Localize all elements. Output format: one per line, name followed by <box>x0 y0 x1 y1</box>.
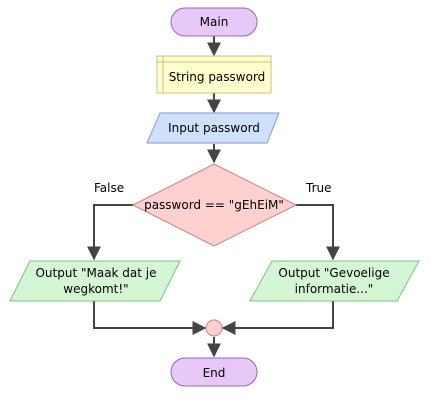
start-shape <box>170 7 258 37</box>
edge-decision-false <box>87 204 133 261</box>
output-true-line-2: informatie..." <box>295 282 374 296</box>
output-false-node: Output "Maak dat je wegkomt!" <box>9 260 181 302</box>
output-false-shape <box>9 260 181 302</box>
edge-decision-true <box>296 204 340 261</box>
output-true-line-1: Output "Gevoelige <box>278 266 389 280</box>
decision-label: password == "gEhEiM" <box>144 198 284 212</box>
input-shape <box>146 112 280 144</box>
output-true-node: Output "Gevoelige informatie..." <box>249 260 420 302</box>
branch-false-label: False <box>94 181 124 195</box>
declare-label: String password <box>169 70 266 84</box>
start-label: Main <box>200 15 229 29</box>
end-shape <box>170 357 258 387</box>
edge-true-to-join <box>221 301 334 335</box>
declare-node: String password <box>156 55 272 94</box>
end-node: End <box>170 357 258 387</box>
start-node: Main <box>170 7 258 37</box>
output-false-line-1: Output "Maak dat je <box>35 266 156 280</box>
decision-shape <box>131 163 298 247</box>
output-true-shape <box>249 260 420 302</box>
output-false-line-2: wegkomt!" <box>63 282 128 296</box>
edge-false-to-join <box>93 301 207 335</box>
decision-node: password == "gEhEiM" <box>131 163 298 247</box>
join-node <box>205 319 223 337</box>
input-node: Input password <box>146 112 280 144</box>
end-label: End <box>203 366 226 380</box>
input-label: Input password <box>168 121 260 135</box>
branch-true-label: True <box>305 181 332 195</box>
